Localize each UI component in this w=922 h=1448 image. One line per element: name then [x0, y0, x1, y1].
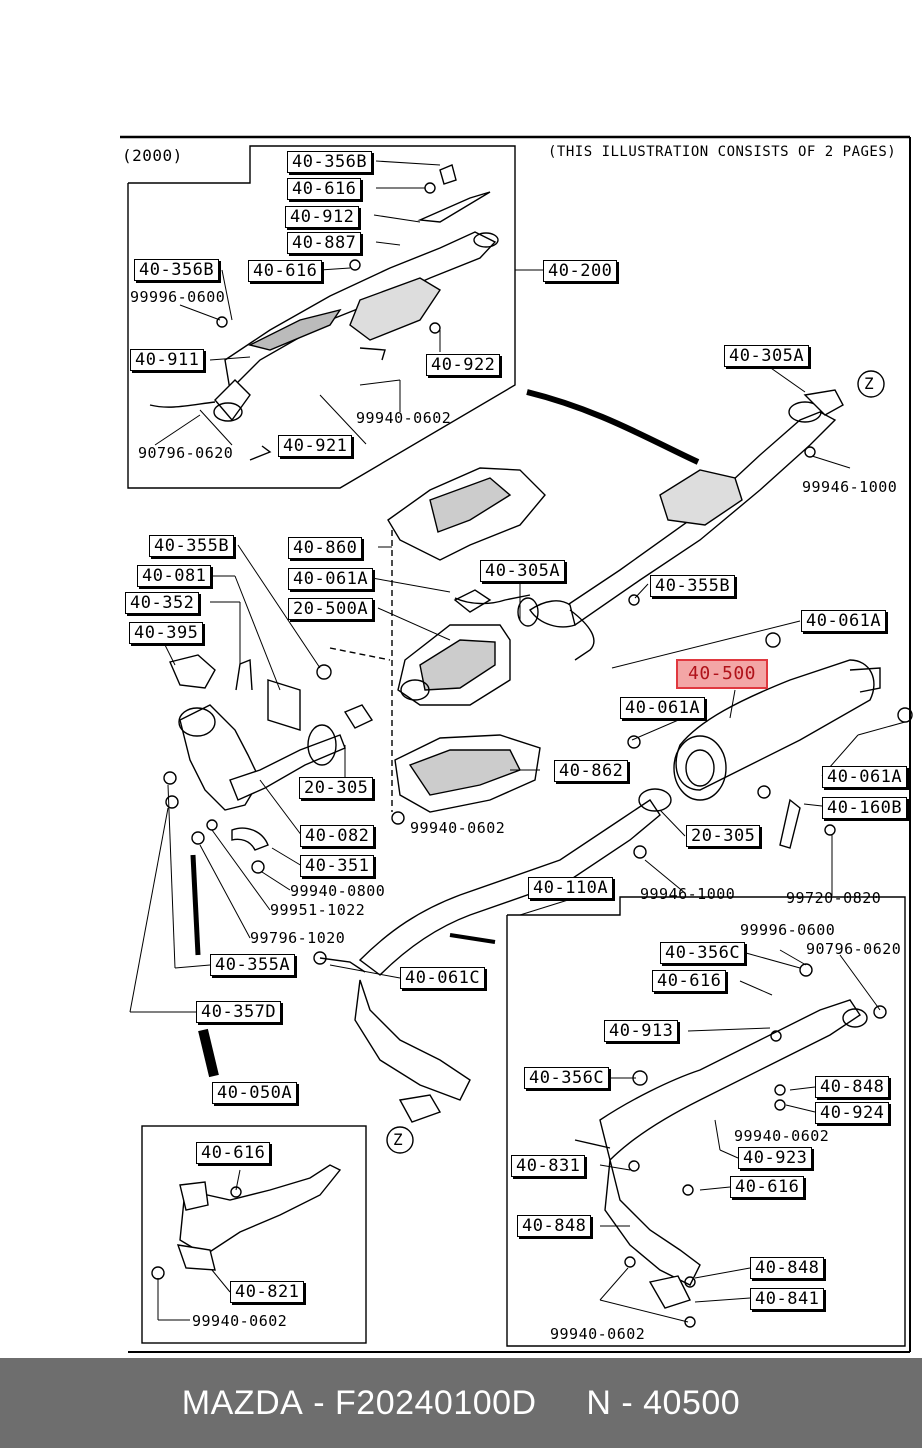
part-label[interactable]: 40-061A	[288, 568, 374, 590]
part-label[interactable]: 40-305A	[724, 345, 810, 367]
part-label[interactable]: 40-848	[815, 1076, 890, 1098]
part-label[interactable]: 40-061A	[801, 610, 887, 632]
part-label[interactable]: 20-305	[299, 777, 374, 799]
caption-n-label: N	[586, 1383, 612, 1422]
part-label[interactable]: 40-887	[287, 232, 362, 254]
caption-gap	[537, 1384, 587, 1423]
part-label[interactable]: 40-922	[426, 354, 501, 376]
diagram-linework	[120, 135, 913, 1353]
part-label[interactable]: 40-356B	[287, 151, 373, 173]
part-label[interactable]: 40-921	[278, 435, 353, 457]
hardware-part-number: 99940-0800	[290, 882, 386, 900]
part-label[interactable]: 40-355B	[650, 575, 736, 597]
caption-brand: MAZDA	[181, 1383, 304, 1422]
part-label-highlighted[interactable]: 40-500	[676, 659, 769, 689]
part-label[interactable]: 40-821	[230, 1281, 305, 1303]
connector-marker-z: Z	[864, 374, 875, 393]
diagram-page-note: (THIS ILLUSTRATION CONSISTS OF 2 PAGES)	[548, 144, 897, 160]
part-label[interactable]: 40-860	[288, 537, 363, 559]
part-label[interactable]: 40-616	[287, 178, 362, 200]
part-label[interactable]: 40-305A	[480, 560, 566, 582]
part-label[interactable]: 40-841	[750, 1288, 825, 1310]
connector-marker-z: Z	[393, 1130, 404, 1149]
part-label[interactable]: 40-616	[652, 970, 727, 992]
caption-part-number: 40500	[643, 1383, 741, 1422]
part-label[interactable]: 40-848	[517, 1215, 592, 1237]
hardware-part-number: 99996-0600	[740, 921, 836, 939]
part-label[interactable]: 40-351	[300, 855, 375, 877]
part-label[interactable]: 40-355A	[210, 954, 296, 976]
part-label[interactable]: 40-061A	[822, 766, 908, 788]
hardware-part-number: 99940-0602	[734, 1127, 830, 1145]
parts-diagram: (2000) (THIS ILLUSTRATION CONSISTS OF 2 …	[120, 135, 913, 1353]
part-label[interactable]: 20-500A	[288, 598, 374, 620]
hardware-part-number: 99996-0600	[130, 288, 226, 306]
hardware-part-number: 99946-1000	[802, 478, 898, 496]
part-label[interactable]: 40-081	[137, 565, 212, 587]
part-label[interactable]: 40-082	[300, 825, 375, 847]
caption-separator: -	[303, 1383, 336, 1422]
part-label[interactable]: 40-831	[511, 1155, 586, 1177]
diagram-year: (2000)	[122, 146, 183, 165]
hardware-part-number: 99940-0602	[192, 1312, 288, 1330]
hardware-part-number: 99720-0820	[786, 889, 882, 907]
part-label[interactable]: 40-356C	[524, 1067, 610, 1089]
part-label[interactable]: 40-357D	[196, 1001, 282, 1023]
part-label[interactable]: 40-200	[543, 260, 618, 282]
hardware-part-number: 99940-0602	[356, 409, 452, 427]
caption-bar: MAZDA - F20240100D N - 40500	[0, 1358, 922, 1448]
part-label[interactable]: 40-616	[196, 1142, 271, 1164]
part-label[interactable]: 40-616	[730, 1176, 805, 1198]
part-label[interactable]: 40-356C	[660, 942, 746, 964]
hardware-part-number: 99946-1000	[640, 885, 736, 903]
part-label[interactable]: 40-050A	[212, 1082, 298, 1104]
hardware-part-number: 99796-1020	[250, 929, 346, 947]
part-label[interactable]: 20-305	[686, 825, 761, 847]
part-label[interactable]: 40-110A	[528, 877, 614, 899]
part-label[interactable]: 40-862	[554, 760, 629, 782]
part-label[interactable]: 40-356B	[134, 259, 220, 281]
part-label[interactable]: 40-913	[604, 1020, 679, 1042]
caption-catalog-code: F20240100D	[335, 1383, 537, 1422]
part-label[interactable]: 40-061A	[620, 697, 706, 719]
hardware-part-number: 99951-1022	[270, 901, 366, 919]
part-label[interactable]: 40-395	[129, 622, 204, 644]
hardware-part-number: 90796-0620	[138, 444, 234, 462]
part-label[interactable]: 40-061C	[400, 967, 486, 989]
part-label[interactable]: 40-352	[125, 592, 200, 614]
hardware-part-number: 99940-0602	[410, 819, 506, 837]
part-label[interactable]: 40-911	[130, 349, 205, 371]
part-label[interactable]: 40-848	[750, 1257, 825, 1279]
part-label[interactable]: 40-355B	[149, 535, 235, 557]
caption-separator: -	[611, 1383, 644, 1422]
hardware-part-number: 99940-0602	[550, 1325, 646, 1343]
part-label[interactable]: 40-616	[248, 260, 323, 282]
hardware-part-number: 90796-0620	[806, 940, 902, 958]
part-label[interactable]: 40-912	[285, 206, 360, 228]
part-label[interactable]: 40-924	[815, 1102, 890, 1124]
part-label[interactable]: 40-160B	[822, 797, 908, 819]
part-label[interactable]: 40-923	[738, 1147, 813, 1169]
